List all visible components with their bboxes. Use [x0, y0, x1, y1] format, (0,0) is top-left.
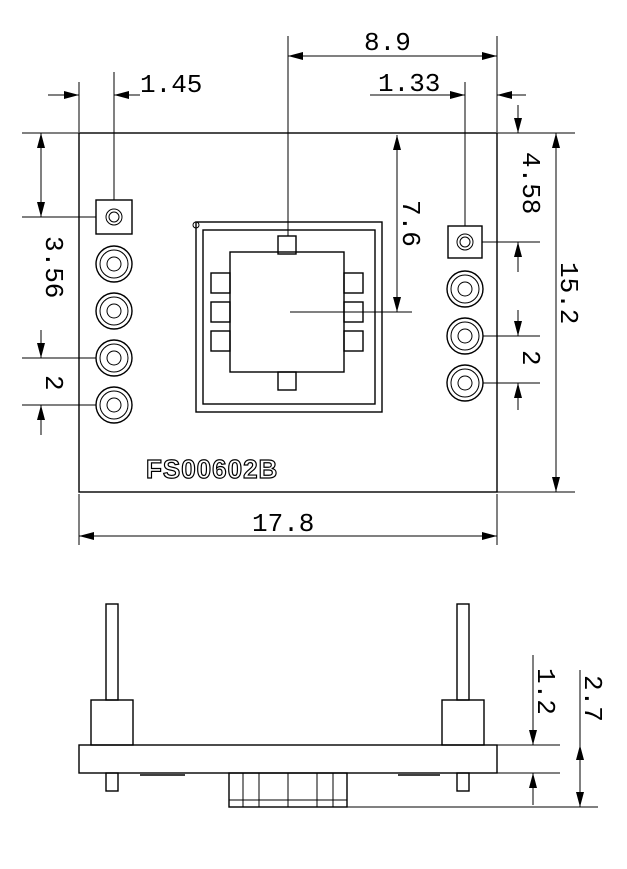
right-pin-pad-2	[446, 270, 484, 308]
side-board	[78, 744, 498, 774]
right-pin-lower	[456, 772, 470, 792]
left-pin-lower	[105, 772, 119, 792]
right-pin-square-pad	[447, 225, 483, 259]
dimension-lines-side: 1.2 2.7	[347, 655, 607, 808]
chip-pad-right-1	[343, 272, 364, 294]
right-pin-pad-4	[446, 364, 484, 402]
left-pin-pad-2	[95, 245, 133, 283]
left-pin-header	[95, 199, 133, 424]
dim-board-height: 15.2	[553, 262, 583, 324]
right-pin-housing	[441, 699, 485, 746]
right-pin-pad-3	[446, 317, 484, 355]
chip-pad-right-3	[343, 330, 364, 352]
dim-left-top-offset: 3.56	[38, 236, 68, 298]
dim-chip-offset: 8.9	[364, 28, 411, 58]
part-label: FS00602B	[146, 454, 278, 484]
left-pin-pad-4	[95, 339, 133, 377]
right-pin-upper	[456, 603, 470, 701]
chip-frame-outer	[195, 221, 383, 413]
chip-pad-top	[277, 235, 297, 255]
right-pin-header	[446, 225, 484, 402]
dim-chip-height: 7.6	[395, 200, 425, 247]
left-pin-housing	[90, 699, 134, 746]
dim-board-width: 17.8	[252, 509, 314, 539]
left-pin-upper	[105, 603, 119, 701]
dim-left-pitch: 2	[38, 375, 68, 391]
dim-right-pitch: 2	[515, 350, 545, 366]
side-view	[78, 603, 498, 808]
chip-frame-inner	[202, 229, 376, 405]
dim-right-top-offset: 4.58	[515, 152, 545, 214]
dim-total-thickness: 2.7	[577, 675, 607, 722]
dim-pin-pitch-left: 1.45	[140, 70, 202, 100]
dim-board-thickness: 1.2	[530, 668, 560, 715]
chip-corner-mark	[192, 221, 200, 229]
chip-pad-left-2	[210, 301, 231, 323]
chip-pad-bottom	[277, 371, 297, 391]
chip-pad-left-3	[210, 330, 231, 352]
left-pin-pad-3	[95, 292, 133, 330]
chip-pad-left-1	[210, 272, 231, 294]
left-pin-square-pad	[95, 199, 133, 235]
left-pin-pad-5	[95, 386, 133, 424]
dim-pin-pitch-right: 1.33	[378, 69, 440, 99]
dimension-lines-top: 1.45 8.9 1.33 3.56 2	[22, 28, 583, 545]
